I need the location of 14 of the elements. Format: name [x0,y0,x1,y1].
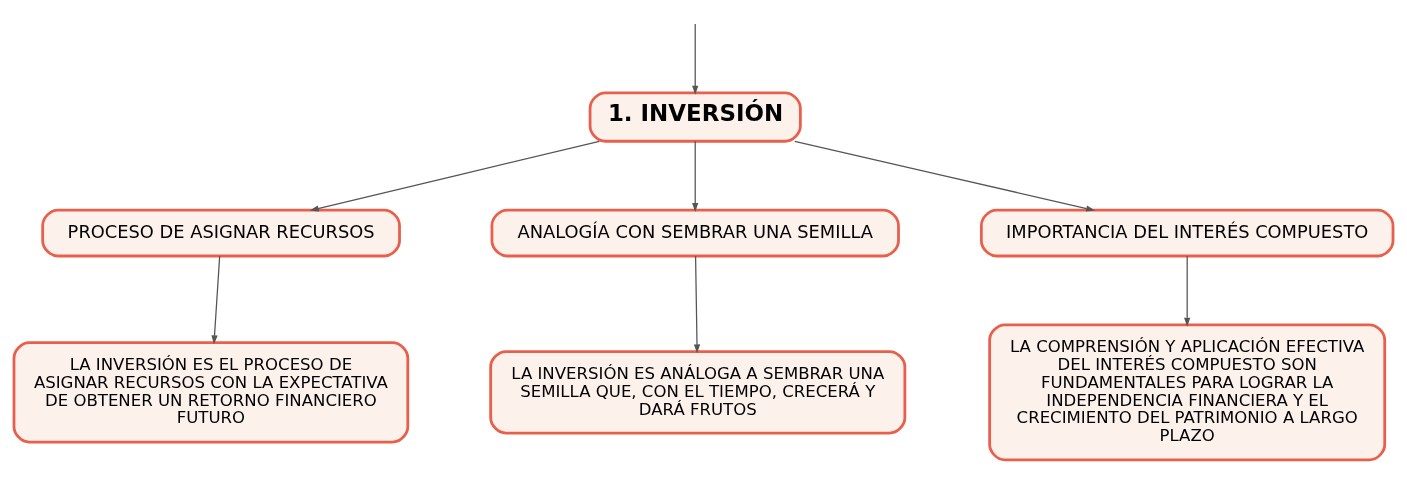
arrow [794,140,1096,212]
arrow [692,140,699,212]
arrow [692,23,699,95]
arrow [211,255,221,345]
node-box: ANALOGÍA CON SEMBRAR UNA SEMILLA [490,208,900,258]
node-box: IMPORTANCIA DEL INTERÉS COMPUESTO [979,208,1395,258]
node-box: LA INVERSIÓN ES ANÁLOGA A SEMBRAR UNA SEMILLA QUE, CON EL TIEMPO, CRECERÁ Y DARÁ FRUTOS [489,350,907,435]
arrow [693,255,701,354]
node-box: LA COMPRENSIÓN Y APLICACIÓN EFECTIVA DEL INTERÉS COMPUESTO SON FUNDAMENTALES PARA LOGRAR LA INDEPENDENCIA FINANCIERA Y EL CRECIMIENTO DEL PATRIMONIO A LARGO PLAZO [988,323,1387,462]
node-box: PROCESO DE ASIGNAR RECURSOS [41,208,401,258]
arrow [1184,255,1191,327]
node-box: 1. INVERSIÓN [588,91,802,143]
node-box: LA INVERSIÓN ES EL PROCESO DE ASIGNAR RECURSOS CON LA EXPECTATIVA DE OBTENER UN RETORNO FINANCIERO FUTURO [12,341,410,444]
arrow [309,140,600,212]
